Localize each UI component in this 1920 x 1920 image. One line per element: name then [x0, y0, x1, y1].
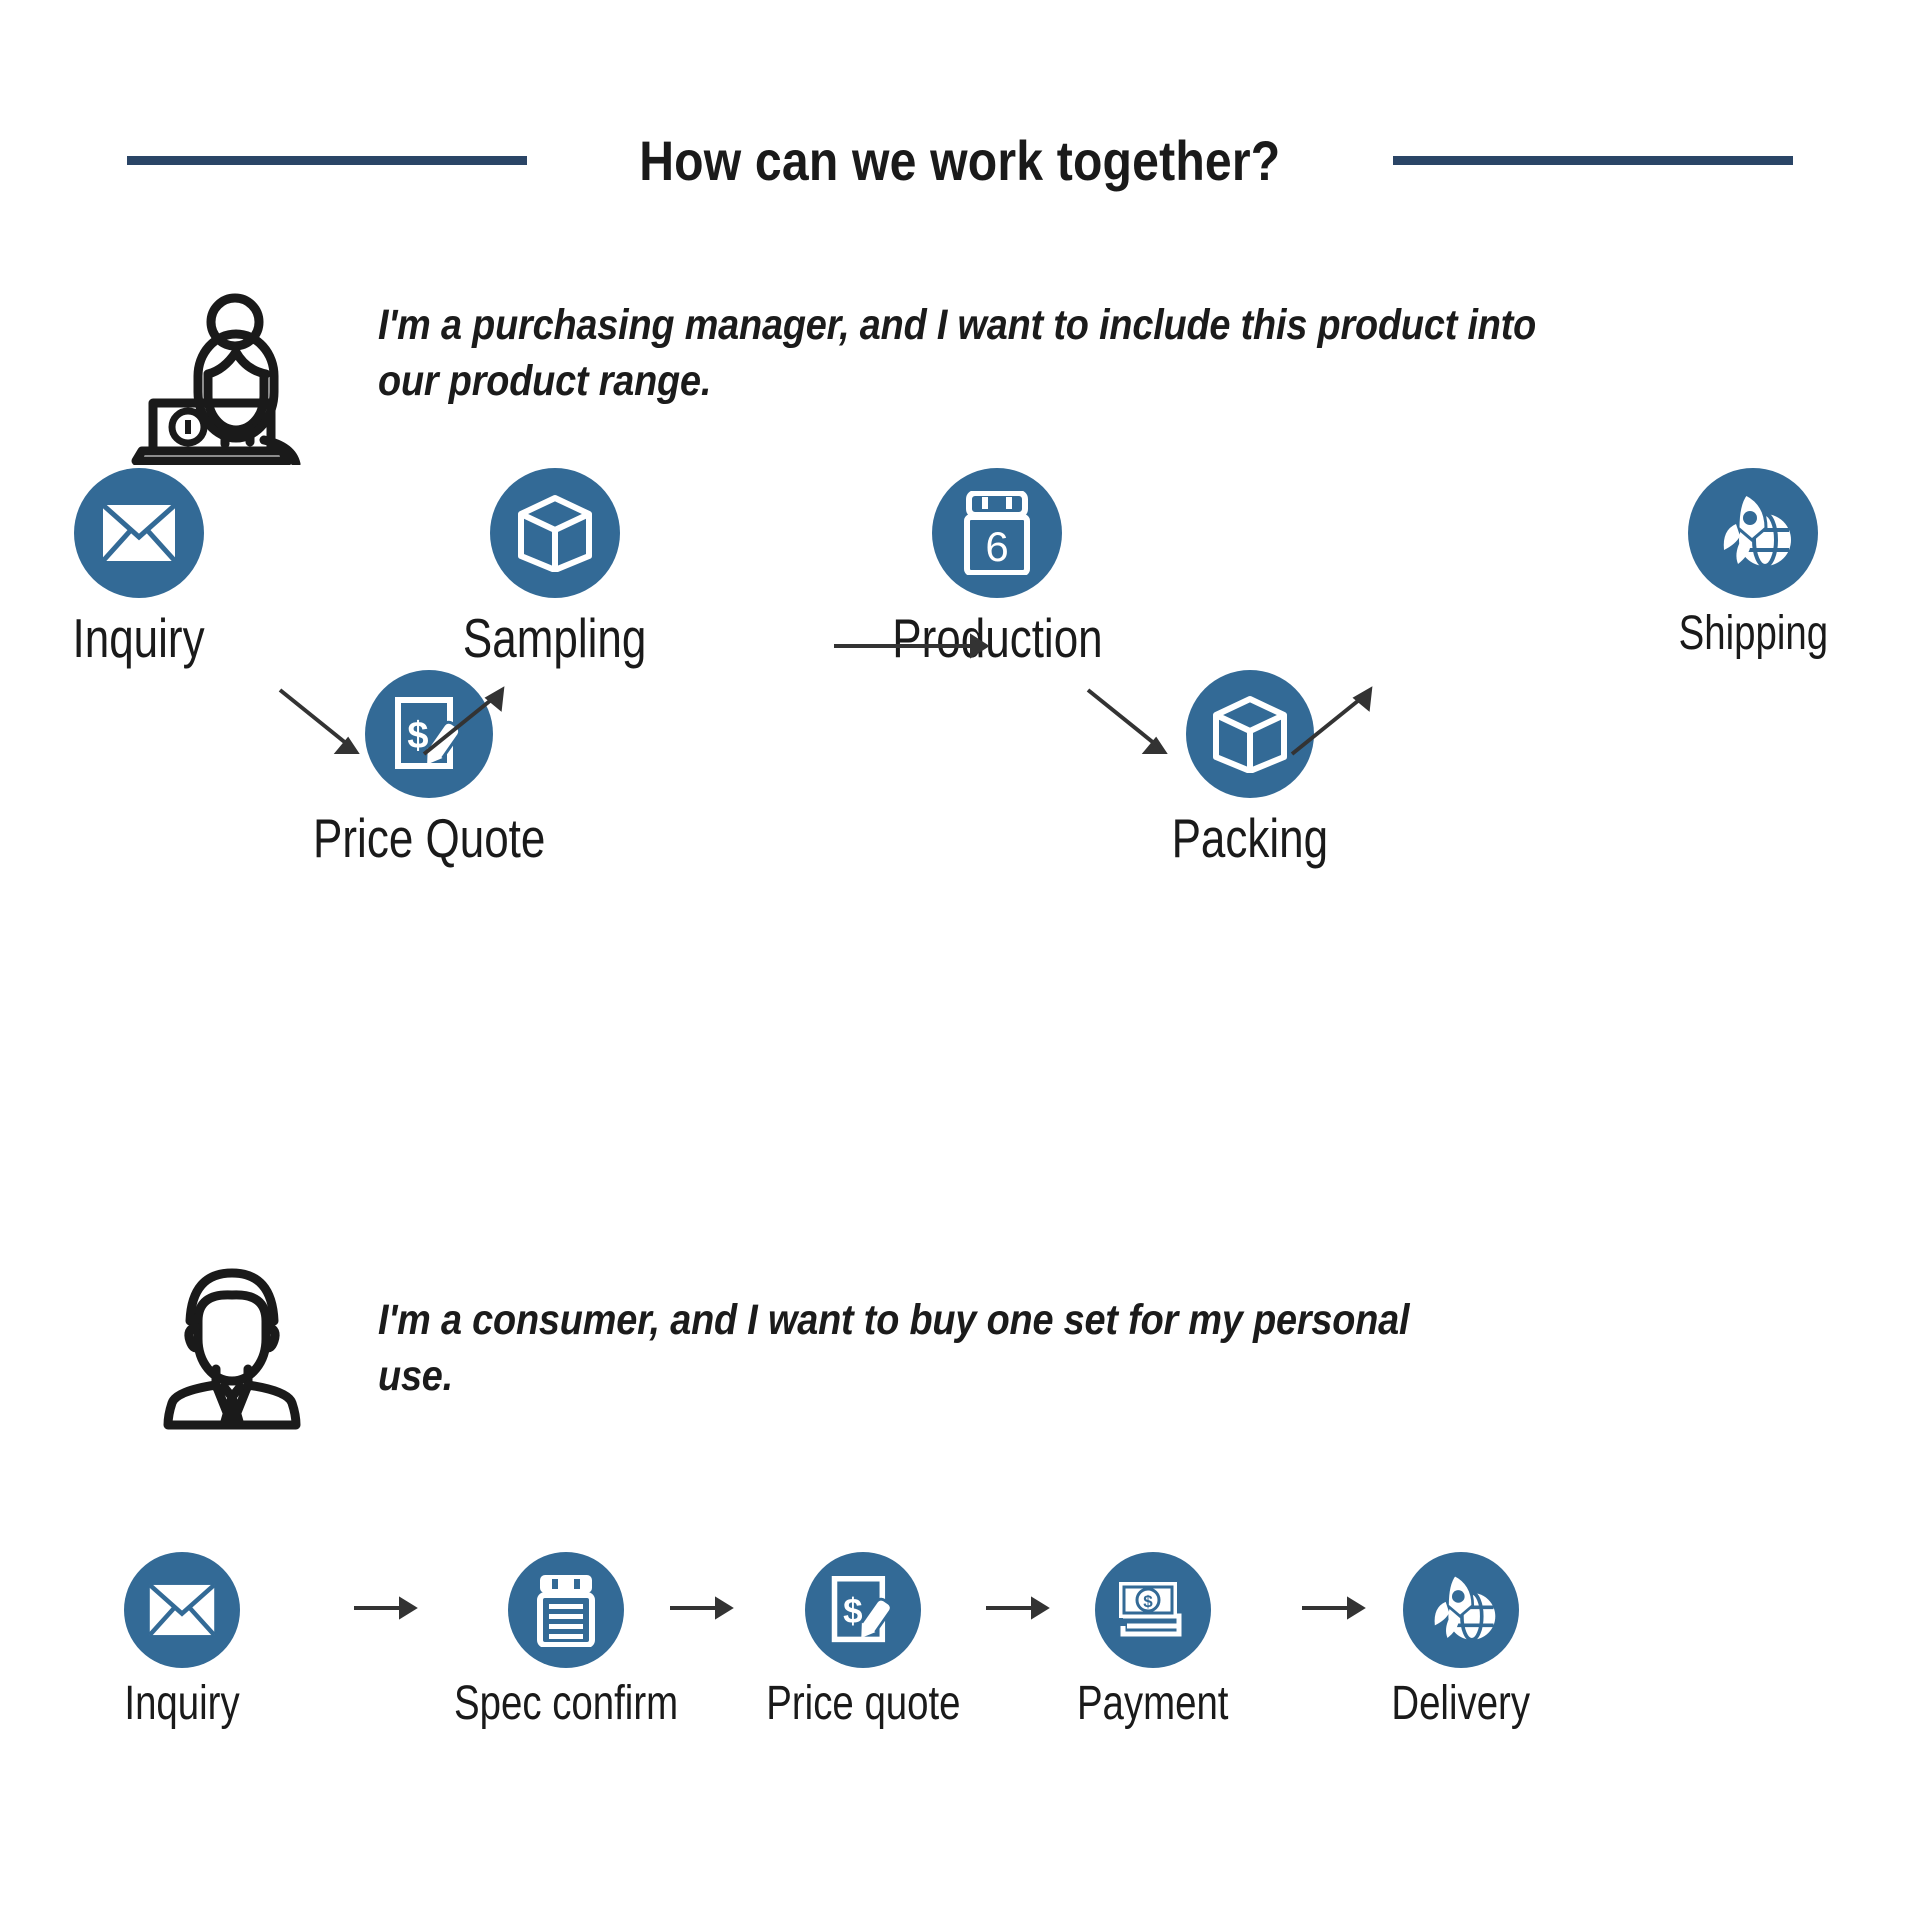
businessman-avatar-icon	[152, 1265, 312, 1435]
persona-quote: I'm a consumer, and I want to buy one se…	[378, 1296, 1410, 1400]
svg-text:$: $	[1143, 1592, 1153, 1611]
flow-step-label: Price quote	[766, 1677, 961, 1730]
right-arrow	[668, 1594, 748, 1624]
page-header: How can we work together?	[0, 118, 1920, 202]
right-arrow	[830, 628, 1010, 664]
flow-step-label: Packing	[1171, 807, 1329, 869]
rocket-globe-icon	[1688, 468, 1819, 598]
flow-step-packing-b2b[interactable]: Packing	[1152, 670, 1348, 870]
price-quote-icon: $	[805, 1552, 922, 1668]
persona-consumer: I'm a consumer, and I want to buy one se…	[152, 1265, 1628, 1435]
right-arrow	[352, 1594, 432, 1624]
svg-text:$: $	[408, 715, 429, 757]
flow-step-label: Production	[892, 607, 1103, 669]
flow-step-label: Shipping	[1678, 607, 1829, 660]
flow-step-sampling-b2b[interactable]: Sampling	[440, 468, 669, 670]
rocket-globe-icon	[1402, 1552, 1519, 1668]
up-right-arrow	[1288, 680, 1388, 760]
woman-at-laptop-icon	[128, 290, 318, 470]
flow-step-label: Price Quote	[313, 807, 546, 869]
flow-step-label: Spec confirm	[454, 1677, 679, 1730]
down-right-arrow	[1084, 686, 1184, 766]
flow-step-label: Payment	[1076, 1677, 1229, 1730]
persona-purchasing-manager: I'm a purchasing manager, and I want to …	[128, 290, 1708, 470]
price-quote-icon: $	[365, 670, 494, 798]
right-arrow	[1300, 1594, 1380, 1624]
spec-document-icon	[508, 1552, 625, 1668]
calendar-day-number: 6	[986, 523, 1009, 570]
envelope-icon	[73, 468, 204, 598]
flow-step-production-b2b[interactable]: 6 Production	[866, 468, 1129, 670]
flow-step-shipping-b2b[interactable]: Shipping	[1660, 468, 1847, 661]
box-icon	[489, 468, 620, 598]
header-rule-left	[127, 155, 528, 165]
persona-quote: I'm a purchasing manager, and I want to …	[378, 301, 1537, 405]
flow-step-label: Inquiry	[124, 1677, 240, 1730]
right-arrow	[984, 1594, 1064, 1624]
flow-step-label: Sampling	[462, 607, 647, 669]
flow-step-spec-confirm-b2c[interactable]: Spec confirm	[426, 1552, 706, 1731]
flow-step-price-quote-b2c[interactable]: $ Price quote	[742, 1552, 985, 1731]
flow-step-price-quote-b2b[interactable]: $ Price Quote	[284, 670, 574, 870]
flow-step-label: Inquiry	[72, 607, 205, 669]
flow-step-inquiry-b2c[interactable]: Inquiry	[110, 1552, 254, 1731]
svg-text:$: $	[844, 1592, 863, 1631]
envelope-icon	[124, 1552, 241, 1668]
down-right-arrow	[276, 686, 376, 766]
up-right-arrow	[420, 680, 520, 760]
banknotes-icon: $	[1094, 1552, 1211, 1668]
flow-step-payment-b2c[interactable]: $ Payment	[1058, 1552, 1247, 1731]
header-rule-right	[1392, 155, 1793, 165]
calendar-icon: 6	[932, 468, 1063, 598]
box-icon	[1185, 670, 1314, 798]
flow-step-label: Delivery	[1391, 1677, 1531, 1730]
flow-step-inquiry-b2b[interactable]: Inquiry	[56, 468, 221, 670]
flow-step-delivery-b2c[interactable]: Delivery	[1374, 1552, 1547, 1731]
page-title: How can we work together?	[639, 128, 1281, 192]
